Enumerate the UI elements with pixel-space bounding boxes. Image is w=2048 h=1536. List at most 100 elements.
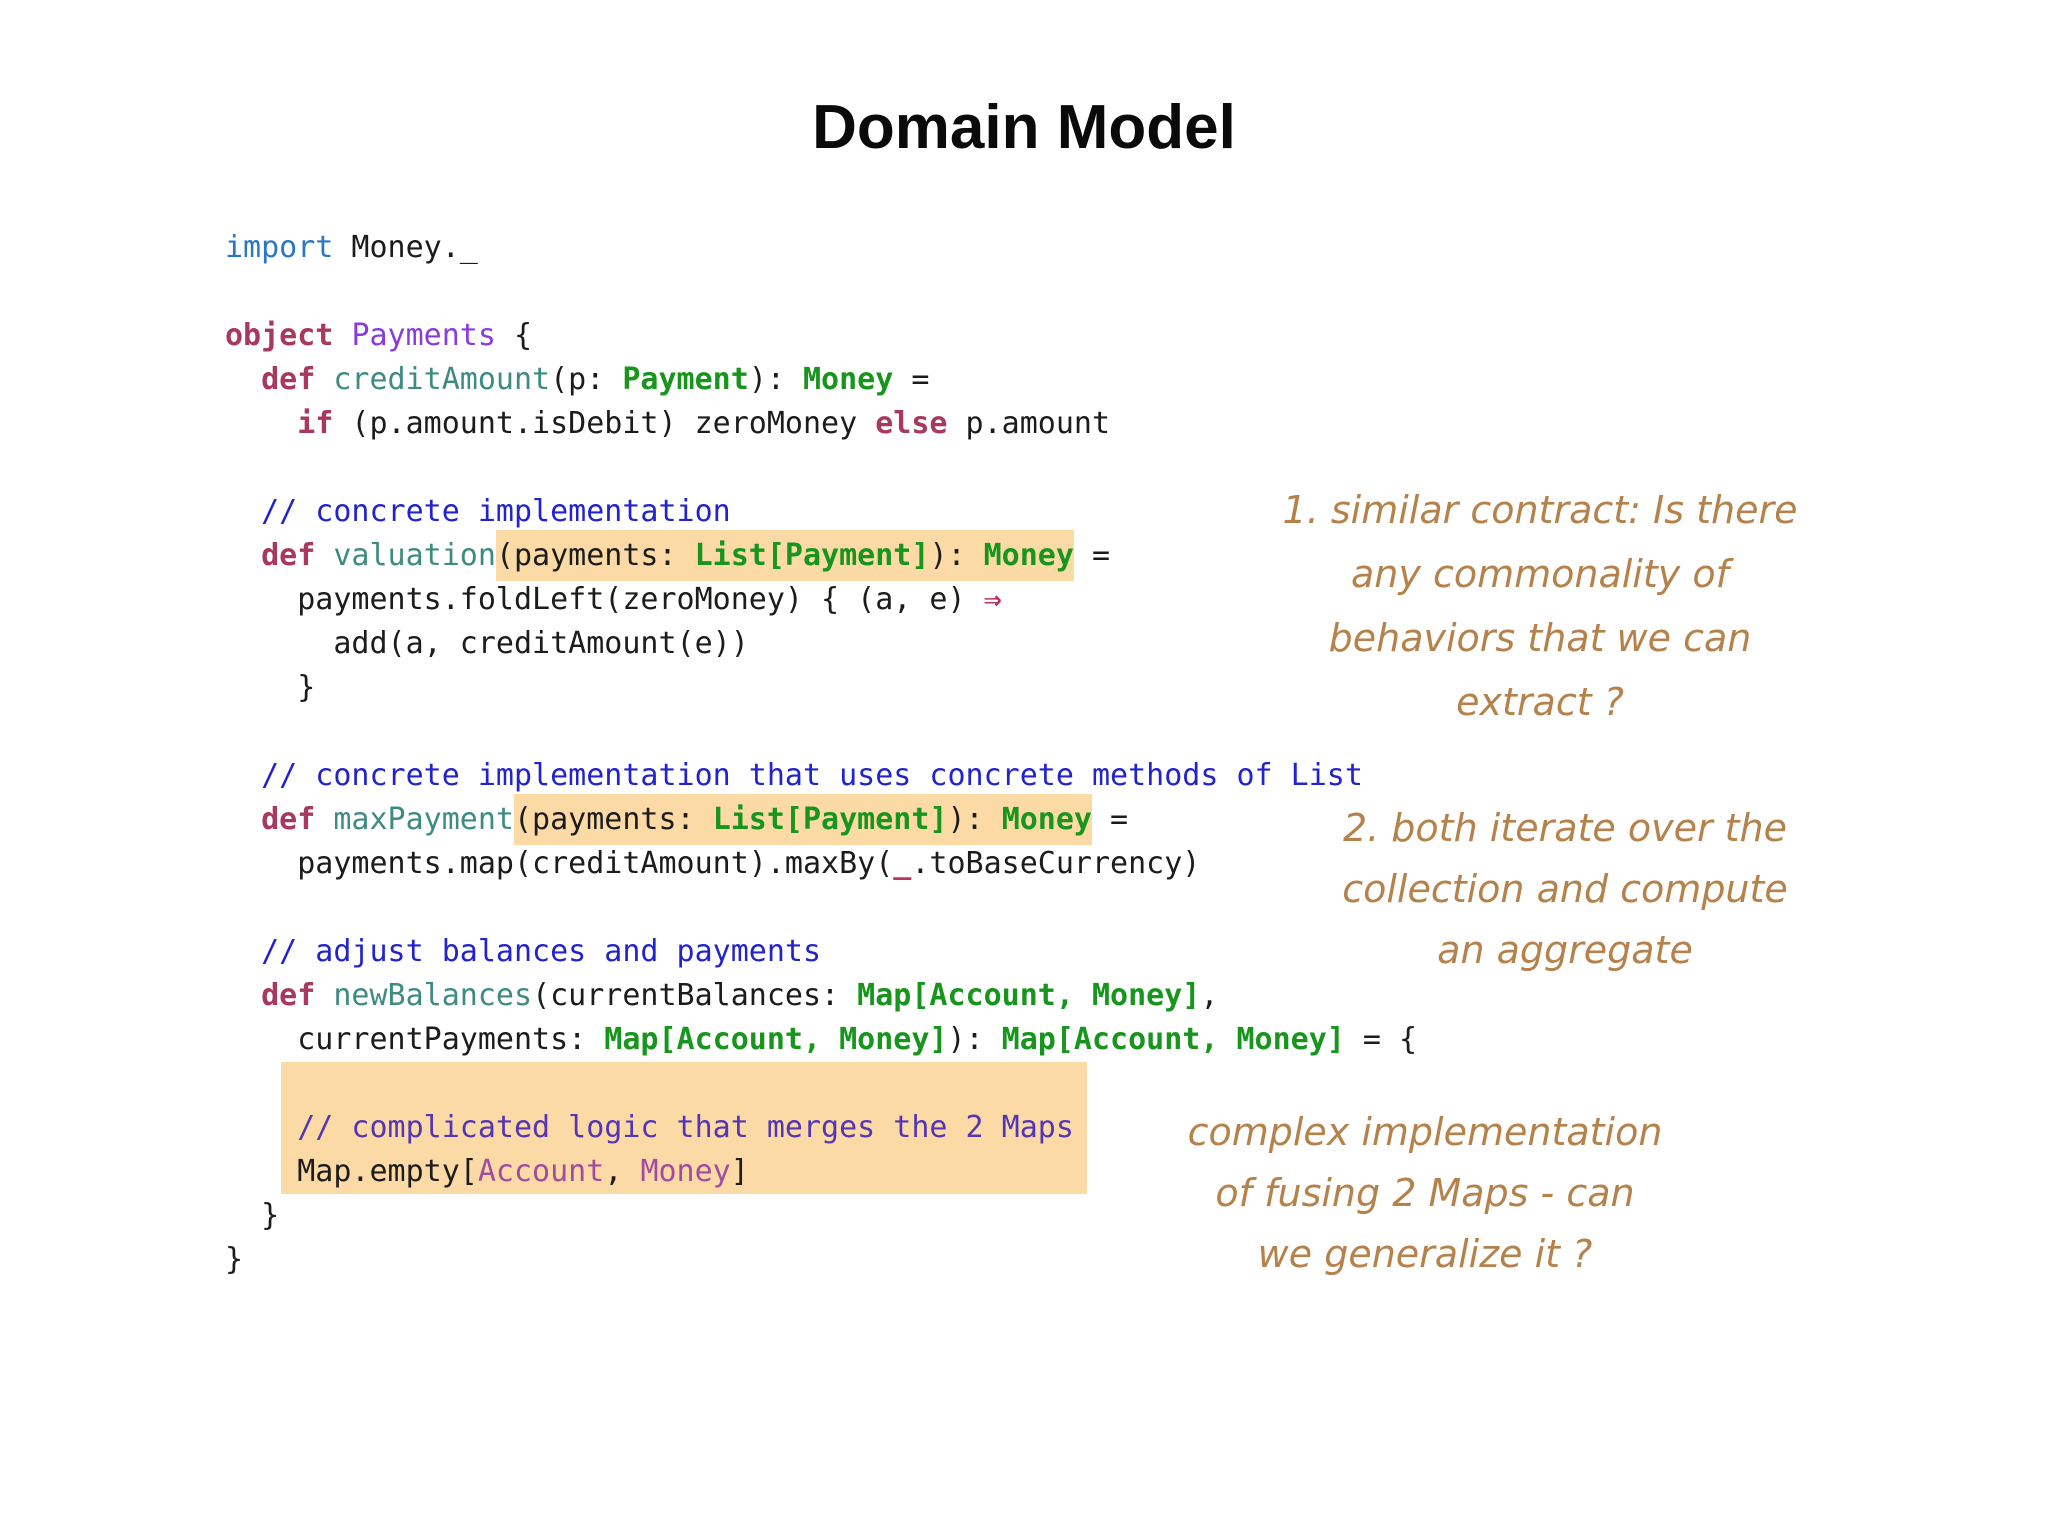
note-line: we generalize it ? <box>1257 1232 1593 1276</box>
code-token: Map[Account, Money] <box>857 978 1201 1013</box>
code-line: // concrete implementation <box>225 490 1417 534</box>
code-token: Map[Account, Money] <box>604 1022 948 1057</box>
code-token: // adjust balances and payments <box>261 934 822 969</box>
code-token <box>315 802 333 837</box>
code-token: { <box>495 318 533 353</box>
code-token: add(a, creditAmount(e)) <box>225 626 749 661</box>
handwritten-note-1: 1. similar contract: Is there any commona… <box>1200 478 1880 734</box>
code-line: if (p.amount.isDebit) zeroMoney else p.a… <box>225 402 1417 446</box>
code-token: maxPayment <box>333 802 514 837</box>
note-line: behaviors that we can <box>1328 616 1752 660</box>
code-token: ⇒ <box>983 582 1002 617</box>
note-line: an aggregate <box>1437 928 1693 972</box>
code-line: def valuation(payments: List[Payment]): … <box>225 530 1417 581</box>
code-token <box>225 538 261 573</box>
code-token: , <box>1200 978 1219 1013</box>
code-token: ] <box>730 1154 749 1189</box>
code-token: import <box>225 230 334 265</box>
code-token: ): <box>947 802 1002 837</box>
code-token: (p: <box>550 362 623 397</box>
code-token: payments.map(creditAmount).maxBy( <box>225 846 894 881</box>
code-token <box>225 934 261 969</box>
code-token: (payments: <box>495 538 695 573</box>
code-token: , <box>604 1154 641 1189</box>
code-line: def creditAmount(p: Payment): Money = <box>225 358 1417 402</box>
code-token: newBalances <box>333 978 533 1013</box>
code-token: Payments <box>351 318 496 353</box>
code-token: // concrete implementation <box>261 494 731 529</box>
code-token: Money <box>983 538 1074 573</box>
code-line: def newBalances(currentBalances: Map[Acc… <box>225 974 1417 1018</box>
note-line: of fusing 2 Maps - can <box>1215 1171 1635 1215</box>
code-line: // concrete implementation that uses con… <box>225 754 1417 798</box>
code-token: Payment <box>622 362 749 397</box>
code-token: (payments: <box>514 802 713 837</box>
code-token <box>225 758 261 793</box>
code-token: ): <box>748 362 803 397</box>
note-line: extract ? <box>1456 680 1624 724</box>
code-token: // concrete implementation that uses con… <box>261 758 1363 793</box>
code-token: currentPayments: <box>225 1022 605 1057</box>
code-token: Money <box>640 1154 731 1189</box>
code-token: else <box>875 406 948 441</box>
code-line: currentPayments: Map[Account, Money]): M… <box>225 1018 1417 1062</box>
code-token: def <box>261 978 316 1013</box>
code-token: p.amount <box>947 406 1111 441</box>
code-token: = { <box>1344 1022 1418 1057</box>
code-token: List[Payment] <box>694 538 930 573</box>
code-token: .toBaseCurrency) <box>911 846 1201 881</box>
code-token: valuation <box>333 538 496 573</box>
code-token: } <box>225 1242 244 1277</box>
note-line: any commonality of <box>1351 552 1729 596</box>
code-line: add(a, creditAmount(e)) <box>225 622 1417 666</box>
code-token <box>225 362 261 397</box>
code-token: def <box>261 362 316 397</box>
code-token: _ <box>893 846 912 881</box>
code-line: payments.map(creditAmount).maxBy(_.toBas… <box>225 842 1417 886</box>
code-token: Money <box>1001 802 1092 837</box>
note-line: complex implementation <box>1187 1110 1663 1154</box>
code-token: } <box>225 670 316 705</box>
code-line-highlighted: Map.empty[Account, Money] <box>225 1150 1417 1194</box>
code-token: = <box>893 362 930 397</box>
code-token: Map[Account, Money] <box>1001 1022 1345 1057</box>
code-token: } <box>225 1198 280 1233</box>
code-token: (currentBalances: <box>532 978 858 1013</box>
code-token: ): <box>929 538 984 573</box>
code-token: = <box>1073 538 1111 573</box>
code-token: Money <box>803 362 894 397</box>
code-token <box>225 406 297 441</box>
handwritten-note-3: complex implementation of fusing 2 Maps -… <box>1085 1102 1765 1285</box>
code-token <box>333 318 351 353</box>
code-line-highlighted: // complicated logic that merges the 2 M… <box>225 1106 1417 1150</box>
code-token: ): <box>947 1022 1002 1057</box>
slide-title: Domain Model <box>812 93 1236 162</box>
note-line: 1. similar contract: Is there <box>1282 488 1798 532</box>
code-token: Map.empty[ <box>225 1154 478 1189</box>
code-token <box>225 494 261 529</box>
code-line: } <box>225 666 1417 710</box>
code-token <box>315 538 333 573</box>
code-token: object <box>225 318 334 353</box>
code-token: List[Payment] <box>712 802 948 837</box>
code-line <box>225 270 1417 314</box>
code-token: def <box>261 802 316 837</box>
code-token: // complicated logic that merges the 2 M… <box>297 1110 1074 1145</box>
code-block: import Money._object Payments { def cred… <box>225 226 1417 1282</box>
code-line: import Money._ <box>225 226 1417 270</box>
code-token: creditAmount <box>333 362 551 397</box>
code-token: payments.foldLeft(zeroMoney) { (a, e) <box>225 582 984 617</box>
code-highlight: (payments: List[Payment]): Money <box>495 530 1074 581</box>
code-token <box>225 1110 297 1145</box>
code-token <box>225 978 261 1013</box>
code-line: def maxPayment(payments: List[Payment]):… <box>225 794 1417 845</box>
code-token: = <box>1092 802 1129 837</box>
code-token <box>315 978 333 1013</box>
code-token: Account <box>477 1154 605 1189</box>
note-line: 2. both iterate over the <box>1342 806 1788 850</box>
code-token: (p.amount.isDebit) zeroMoney <box>333 406 876 441</box>
code-line: object Payments { <box>225 314 1417 358</box>
code-token: if <box>297 406 334 441</box>
code-highlight: (payments: List[Payment]): Money <box>514 794 1092 845</box>
